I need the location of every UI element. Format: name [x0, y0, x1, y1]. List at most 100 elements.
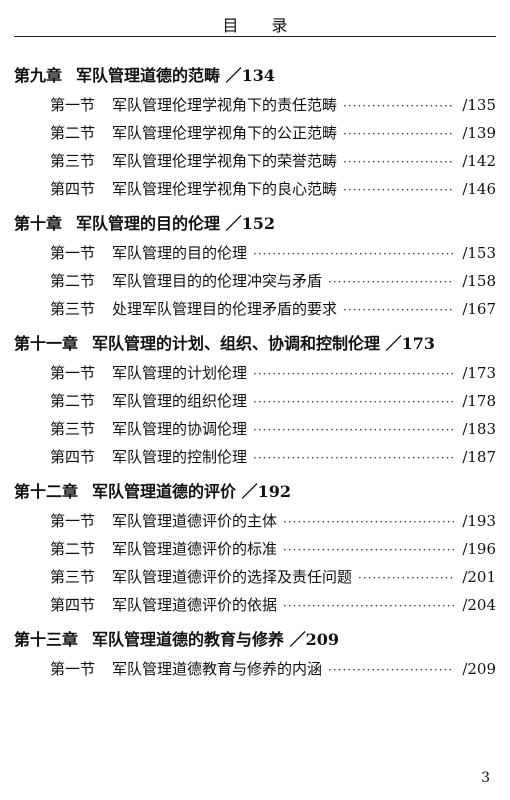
section-number: 第三节	[50, 420, 96, 438]
section-page: /193	[462, 512, 496, 530]
section-number: 第一节	[50, 96, 96, 114]
chapter-title: 军队管理的目的伦理	[76, 214, 221, 233]
chapter-label: 第十章	[14, 214, 63, 233]
section-title: 军队管理伦理学视角下的责任范畴	[112, 96, 338, 114]
section-title: 军队管理道德评价的选择及责任问题	[112, 568, 353, 586]
section-page: /187	[462, 448, 496, 466]
section-page: /201	[462, 568, 496, 586]
section-number: 第二节	[50, 124, 96, 142]
section-number: 第一节	[50, 512, 96, 530]
chapter-page: ／192	[241, 482, 292, 501]
page-title: 目 录	[222, 16, 302, 35]
dot-leader	[328, 275, 454, 289]
dot-leader	[253, 451, 454, 465]
dot-leader	[283, 543, 454, 557]
chapter-heading-text: 第九章军队管理道德的范畴 ／134	[14, 62, 275, 86]
chapter-heading[interactable]: 第十章军队管理的目的伦理 ／152	[0, 206, 510, 238]
chapter-title: 军队管理道德的教育与修养	[92, 630, 285, 649]
chapter-heading[interactable]: 第九章军队管理道德的范畴 ／134	[0, 58, 510, 90]
section-title: 处理军队管理目的伦理矛盾的要求	[112, 300, 338, 318]
dot-leader	[283, 515, 454, 529]
chapter-page: ／209	[289, 630, 340, 649]
chapter-heading[interactable]: 第十一章军队管理的计划、组织、协调和控制伦理 ／173	[0, 326, 510, 358]
chapter-title: 军队管理道德的范畴	[76, 66, 221, 85]
chapter-heading[interactable]: 第十三章军队管理道德的教育与修养 ／209	[0, 622, 510, 654]
section-title: 军队管理伦理学视角下的荣誉范畴	[112, 152, 338, 170]
section-number: 第三节	[50, 152, 96, 170]
section-page: /167	[462, 300, 496, 318]
section-number: 第三节	[50, 568, 96, 586]
section-title: 军队管理道德评价的依据	[112, 596, 278, 614]
section-title: 军队管理道德评价的标准	[112, 540, 278, 558]
chapter-heading-text: 第十一章军队管理的计划、组织、协调和控制伦理 ／173	[14, 330, 435, 354]
section-title: 军队管理的协调伦理	[112, 420, 248, 438]
section-number: 第二节	[50, 392, 96, 410]
section-title: 军队管理伦理学视角下的良心范畴	[112, 180, 338, 198]
dot-leader	[343, 183, 454, 197]
section-title: 军队管理道德教育与修养的内涵	[112, 660, 323, 678]
section-number: 第三节	[50, 300, 96, 318]
dot-leader	[343, 155, 454, 169]
chapter-label: 第十一章	[14, 334, 79, 353]
section-page: /139	[462, 124, 496, 142]
page-number: 3	[481, 770, 490, 786]
section-number: 第二节	[50, 540, 96, 558]
dot-leader	[343, 99, 454, 113]
section-number: 第二节	[50, 272, 96, 290]
dot-leader	[253, 423, 454, 437]
chapter-page: ／134	[225, 66, 276, 85]
section-page: /153	[462, 244, 496, 262]
chapter-label: 第十二章	[14, 482, 79, 501]
section-title: 军队管理目的的伦理冲突与矛盾	[112, 272, 323, 290]
section-title: 军队管理伦理学视角下的公正范畴	[112, 124, 338, 142]
section-page: /142	[462, 152, 496, 170]
dot-leader	[328, 663, 454, 677]
section-page: /146	[462, 180, 496, 198]
section-page: /209	[462, 660, 496, 678]
page-header: 目 录	[14, 0, 496, 38]
chapter-heading[interactable]: 第十二章军队管理道德的评价 ／192	[0, 474, 510, 506]
chapter-label: 第十三章	[14, 630, 79, 649]
section-page: /196	[462, 540, 496, 558]
dot-leader	[253, 247, 454, 261]
chapter-label: 第九章	[14, 66, 63, 85]
chapter-title: 军队管理的计划、组织、协调和控制伦理	[92, 334, 381, 353]
chapter-heading-text: 第十章军队管理的目的伦理 ／152	[14, 210, 275, 234]
dot-leader	[343, 303, 454, 317]
section-page: /173	[462, 364, 496, 382]
dot-leader	[358, 571, 454, 585]
header-rule	[14, 36, 496, 37]
section-page: /204	[462, 596, 496, 614]
chapter-title: 军队管理道德的评价	[92, 482, 237, 501]
section-page: /183	[462, 420, 496, 438]
